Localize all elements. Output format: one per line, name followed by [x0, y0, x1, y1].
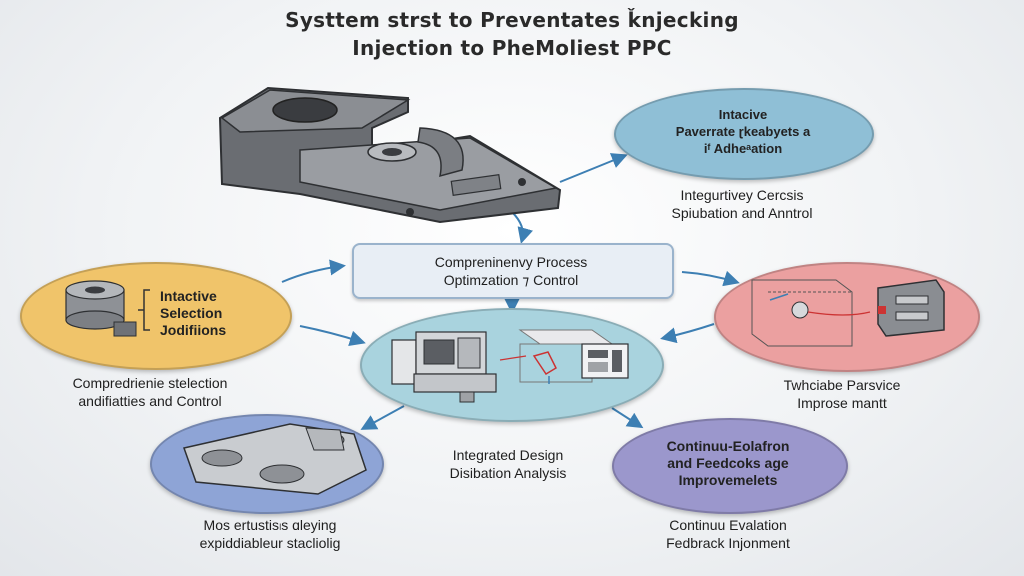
oval-bottom-right-line3: Improvemelets [678, 472, 778, 488]
oval-top-right-line3: iᶠ Adheᵃation [703, 141, 783, 156]
oval-continuous-evaluation [612, 418, 848, 514]
arrow-left-to-center [299, 325, 366, 347]
oval-left-line2: Selection [160, 305, 223, 321]
arrow-process-to-right [681, 270, 740, 287]
oval-interactive-parameters [614, 88, 874, 180]
diagram-title-line1: Systtem strst to Preventates ǩnjecking [285, 8, 739, 32]
caption-bottom-right-line1: Continuu Evalation [669, 517, 787, 533]
arrow-center-to-bottom-right [611, 407, 644, 429]
arrow-mold-to-process [511, 211, 533, 244]
arrow-left-to-process [281, 259, 346, 283]
oval-top-right-line2: Paverrate ɽkeabyets a [675, 124, 811, 139]
caption-right-line1: Twhciabe Parsvice [783, 377, 901, 393]
arrow-right-to-center [660, 323, 715, 344]
oval-left-line3: Jodifiions [160, 322, 227, 338]
caption-bottom-right-line2: Fedbrack Injonment [666, 535, 790, 551]
arrow-to-top-right [559, 153, 628, 183]
process-optimization-box [352, 243, 674, 299]
caption-top-right-line2: Spiubation and Anntrol [671, 205, 813, 221]
caption-bottom-left-line2: expiddiableur stacliolig [199, 535, 341, 551]
arrow-center-to-bottom-left [360, 405, 405, 430]
oval-bottom-right-line2: and Feedcoks age [667, 455, 789, 471]
process-box-line1: Compreninenvy Process [434, 254, 588, 270]
caption-middle-line1: Integrated Design [452, 447, 564, 463]
oval-interactive-selection [20, 262, 292, 370]
caption-bottom-left-line1: Mos ertustis၊s ɑleying [203, 517, 337, 533]
caption-left-line1: Compredrienie stelection [72, 375, 228, 391]
diagram-title-line2: Injection to PheMoliest PPC [352, 36, 672, 60]
caption-left-line2: andifiatties and Control [78, 393, 222, 409]
caption-top-right-line1: Integurtivey Cercsis [680, 187, 804, 203]
caption-middle-line2: Disibation Analysis [449, 465, 567, 481]
oval-top-right-line1: Intacive [718, 107, 768, 122]
oval-bottom-right-line1: Continuu-Eolafron [666, 438, 790, 454]
caption-right-line2: Improse mantt [797, 395, 887, 411]
oval-left-line1: Intactive [160, 288, 217, 304]
process-box-line2: Optimzation ⁊ Control [443, 272, 579, 288]
